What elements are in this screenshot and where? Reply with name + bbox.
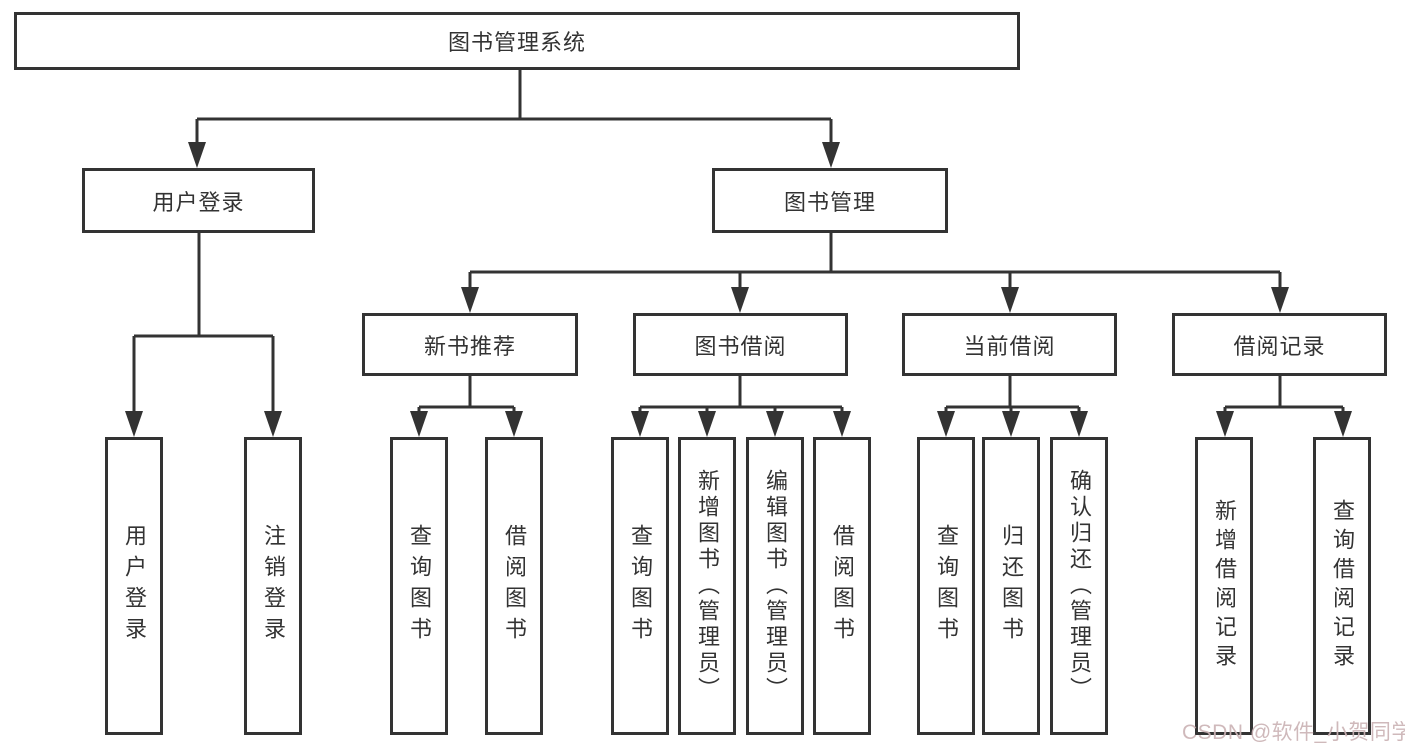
leaf-current-query: 查询图书 bbox=[917, 437, 975, 735]
node-new-book-recommend: 新书推荐 bbox=[362, 313, 578, 376]
node-book-borrow: 图书借阅 bbox=[633, 313, 848, 376]
leaf-borrow-edit-admin: 编辑图书（管理员） bbox=[746, 437, 804, 735]
leaf-borrow-add-admin: 新增图书（管理员） bbox=[678, 437, 736, 735]
node-book-management: 图书管理 bbox=[712, 168, 948, 233]
leaf-newbook-borrow: 借阅图书 bbox=[485, 437, 543, 735]
leaf-records-add: 新增借阅记录 bbox=[1195, 437, 1253, 735]
node-user-login: 用户登录 bbox=[82, 168, 315, 233]
leaf-current-confirm-admin: 确认归还（管理员） bbox=[1050, 437, 1108, 735]
leaf-newbook-query: 查询图书 bbox=[390, 437, 448, 735]
node-current-borrow: 当前借阅 bbox=[902, 313, 1117, 376]
leaf-records-query: 查询借阅记录 bbox=[1313, 437, 1371, 735]
csdn-watermark: CSDN @软件_小贺同学 bbox=[1182, 721, 1405, 744]
node-borrow-records: 借阅记录 bbox=[1172, 313, 1387, 376]
leaf-borrow-borrow: 借阅图书 bbox=[813, 437, 871, 735]
leaf-current-return: 归还图书 bbox=[982, 437, 1040, 735]
leaf-user-login: 用户登录 bbox=[105, 437, 163, 735]
node-library-system: 图书管理系统 bbox=[14, 12, 1020, 70]
leaf-borrow-query: 查询图书 bbox=[611, 437, 669, 735]
leaf-logout: 注销登录 bbox=[244, 437, 302, 735]
